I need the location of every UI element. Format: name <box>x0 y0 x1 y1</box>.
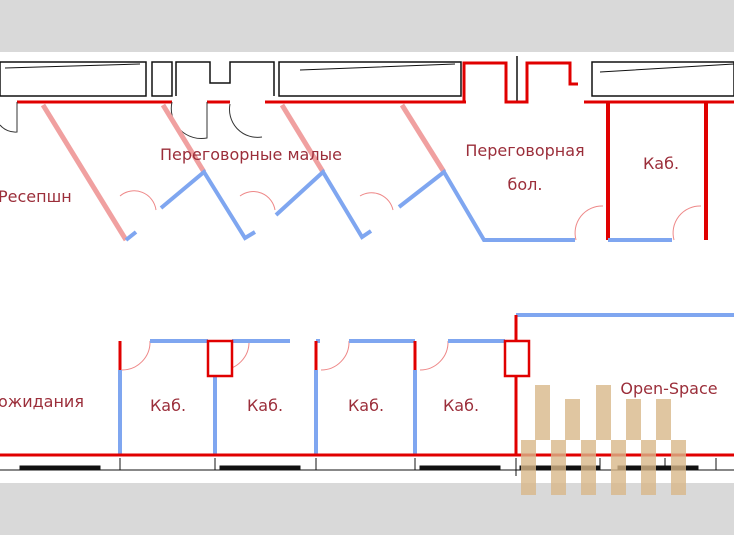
label-office-3: Каб. <box>348 396 384 415</box>
label-office-4: Каб. <box>443 396 479 415</box>
label-reception: Ресепшн <box>0 187 72 206</box>
label-big-meeting-room: Переговорная <box>465 141 584 160</box>
label-open-space: Open-Space <box>620 379 717 398</box>
existing-walls-top <box>17 61 734 240</box>
watermark-logo <box>521 385 686 495</box>
label-office-1: Каб. <box>150 396 186 415</box>
new-partitions <box>118 168 734 455</box>
bottom-windows <box>0 458 734 476</box>
label-waiting-area: ожидания <box>0 392 84 411</box>
top-exterior-wall <box>0 56 734 102</box>
demolished-walls <box>40 103 447 242</box>
label-small-meeting-rooms: Переговорные малые <box>160 145 342 164</box>
plan-sheet <box>0 52 734 483</box>
label-big-meeting-room-abbr: бол. <box>508 175 543 194</box>
label-office-top: Каб. <box>643 154 679 173</box>
label-office-2: Каб. <box>247 396 283 415</box>
